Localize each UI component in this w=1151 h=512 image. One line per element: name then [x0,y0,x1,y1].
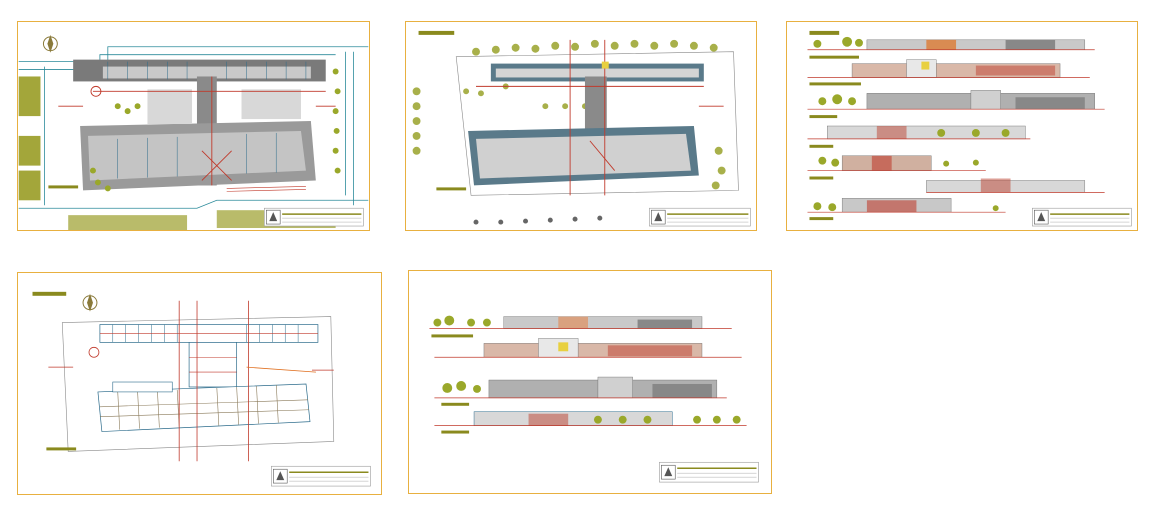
elevation-row-4 [434,411,747,426]
room-details [107,61,307,179]
elevation-label-7 [809,217,834,221]
elevation-label-3 [441,402,470,406]
elevation-label-2 [809,82,861,86]
north-wing [99,324,319,343]
drawing-label-bar [48,185,79,189]
elevation-row-3 [434,376,727,399]
section-marker-icon [48,300,334,462]
elevation-row-1 [807,36,1095,51]
title-block [271,465,371,487]
building-footprint [73,59,326,191]
parking-stripes [226,186,306,192]
drawing-label-bar-2 [436,187,467,191]
drawing-label-bar-2 [46,447,77,451]
site-plan-trees-drawing [412,30,751,227]
south-wing [97,381,311,432]
elevation-label-4 [809,144,834,148]
elevation-row-3 [807,90,1105,110]
highlight-marker [601,61,609,69]
site-boundary [61,316,335,452]
elevation-row-2 [807,59,1090,78]
elevation-row-5 [807,155,986,171]
elevation-row-2 [434,338,742,358]
drawing-sheet-elevations-large[interactable] [408,270,772,494]
elevation-label-5 [809,176,834,180]
elevation-row-4 [807,125,1031,140]
tree-icon-group [412,39,726,190]
drawing-sheet-site-plan-trees[interactable] [405,21,757,231]
drawing-label-bar [809,30,840,35]
elevations-large-drawing [429,315,759,483]
title-block [659,461,759,483]
elevation-label-4 [441,430,470,434]
title-block [649,207,751,227]
floor-plan-drawing [32,291,371,487]
site-plan-drawing [18,34,369,230]
elevation-row-1 [429,315,732,329]
street-lines [18,46,369,209]
elevations-drawing [807,30,1132,227]
shrub-row [473,215,603,225]
building-footprint [468,63,704,186]
title-block [1032,207,1132,227]
site-boundary [455,51,739,196]
structural-lines [58,76,336,186]
drawing-sheet-site-plan[interactable] [17,21,370,231]
drawing-sheet-elevations[interactable] [786,21,1138,231]
elevation-label-1 [809,55,859,59]
tree-icon-group [89,68,341,192]
north-arrow-icon [42,34,58,53]
central-connector [188,342,238,388]
elevation-row-6 [926,178,1105,193]
drawing-label-bar [418,30,455,35]
drawing-sheet-floor-plan[interactable] [17,272,382,495]
elevation-row-7 [807,198,1006,213]
title-block [264,207,364,227]
north-arrow-icon [82,293,98,312]
elevation-label-1 [431,334,474,338]
drawing-label-bar [32,291,67,296]
elevation-label-3 [809,115,838,119]
